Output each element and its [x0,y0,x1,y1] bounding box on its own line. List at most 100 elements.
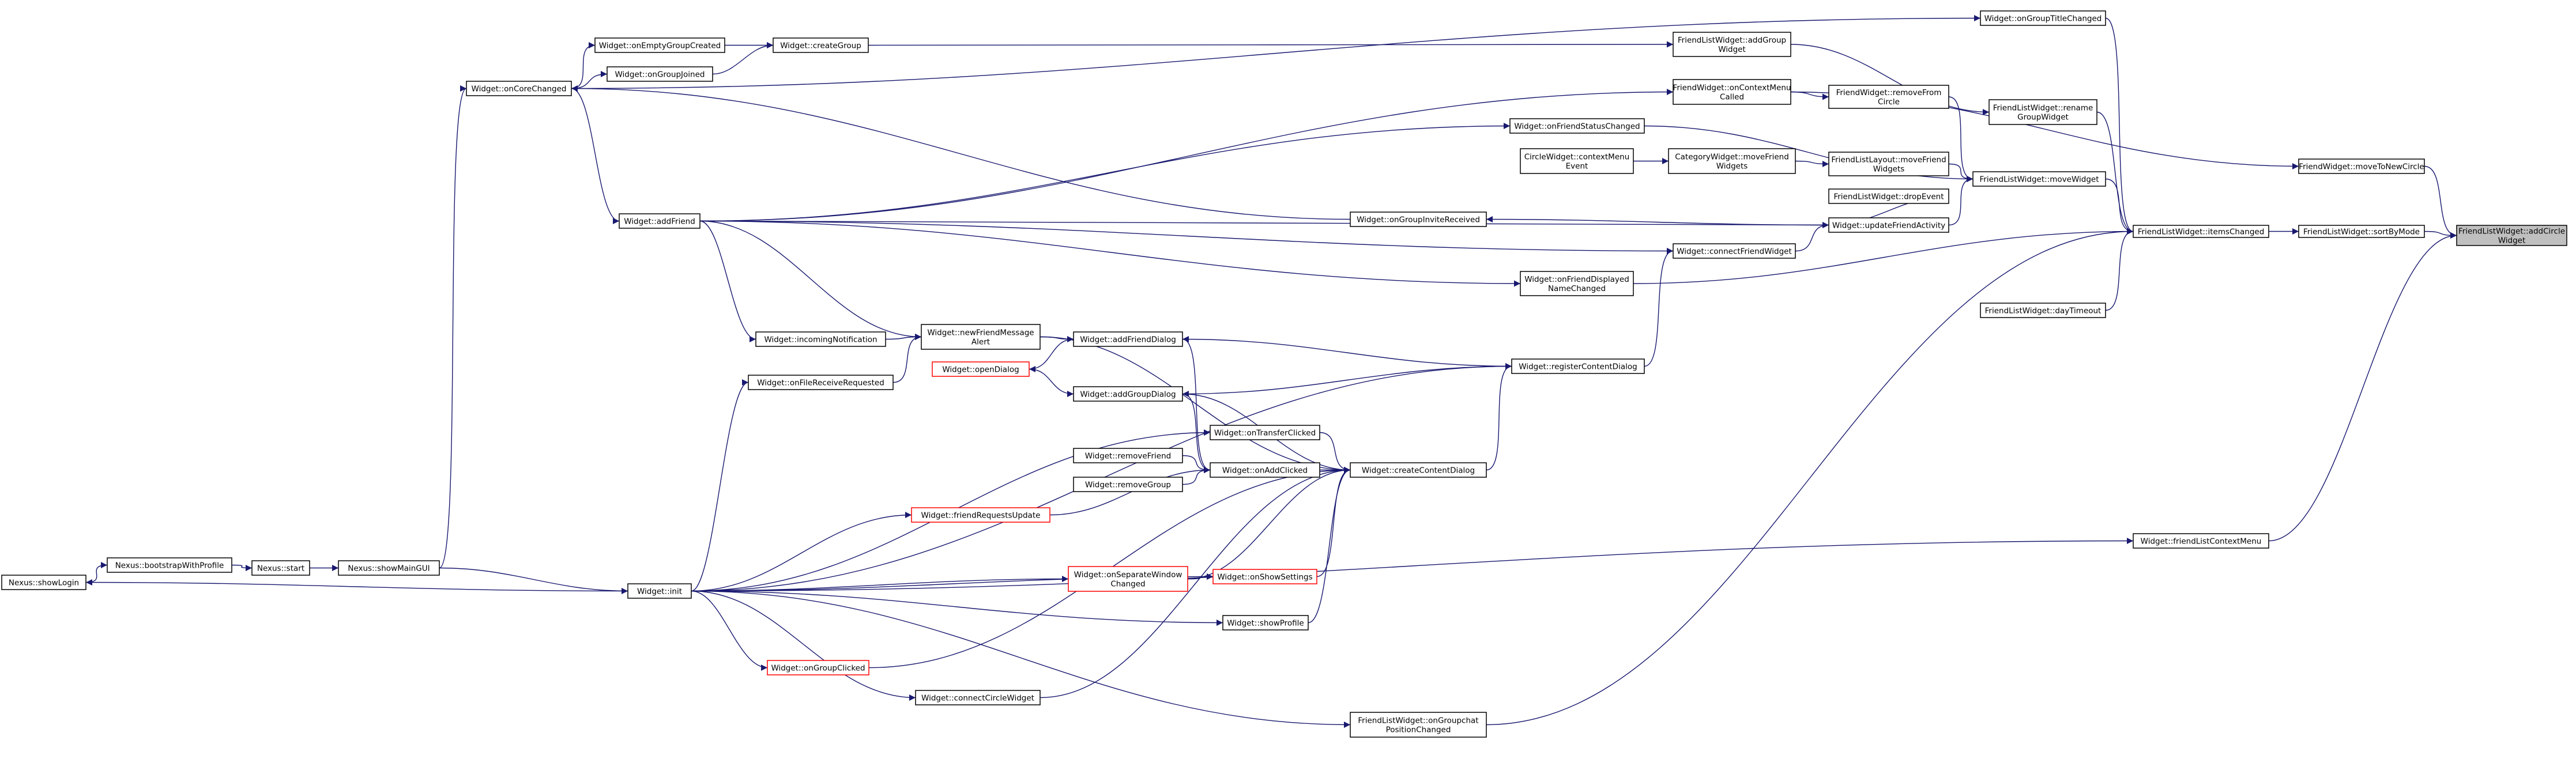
node-add-group-dialog[interactable]: Widget::addGroupDialog [1073,386,1183,402]
edge-init-to-connect-circle-widget [691,590,916,701]
node-box [1989,99,2097,125]
node-day-timeout[interactable]: FriendListWidget::dayTimeout [1980,303,2106,318]
edge-on-groupchat-position-changed-to-items-changed [1486,228,2134,726]
node-create-content-dialog[interactable]: Widget::createContentDialog [1350,462,1487,478]
edge-bootstrap-with-profile-to-start [231,564,253,572]
node-label: Widget::showProfile [1227,619,1304,628]
node-on-file-receive-requested[interactable]: Widget::onFileReceiveRequested [748,375,894,390]
edge-update-friend-activity-to-move-widget [1948,175,1974,226]
node-box [755,331,886,347]
node-label: Event [1566,162,1588,171]
node-on-add-clicked[interactable]: Widget::onAddClicked [1210,462,1320,478]
node-items-changed[interactable]: FriendListWidget::itemsChanged [2133,225,2269,238]
node-box [1210,462,1320,478]
node-friend-requests-update[interactable]: Widget::friendRequestsUpdate [911,507,1050,523]
node-update-friend-activity[interactable]: Widget::updateFriendActivity [1828,217,1949,233]
node-label: Widget::createGroup [780,41,861,51]
node-label: Widget::onGroupClicked [771,664,865,673]
node-label: Widget::onCoreChanged [472,85,567,94]
edge-remove-from-circle-to-move-widget [1948,96,1974,183]
node-on-friend-status-changed[interactable]: Widget::onFriendStatusChanged [1509,118,1645,134]
node-box [2298,225,2425,238]
edge-on-core-changed-to-on-group-title-changed [571,14,1981,89]
node-on-core-changed[interactable]: Widget::onCoreChanged [466,81,572,96]
node-on-group-clicked[interactable]: Widget::onGroupClicked [767,660,869,675]
edge-register-content-dialog-to-add-friend-dialog [1182,335,1512,367]
node-bootstrap-with-profile[interactable]: Nexus::bootstrapWithProfile [107,557,232,573]
edge-on-core-changed-to-on-empty-group-created [571,41,596,89]
node-box [466,81,572,96]
edge-create-content-dialog-to-register-content-dialog [1486,363,1512,471]
node-on-empty-group-created[interactable]: Widget::onEmptyGroupCreated [594,37,725,53]
edge-open-dialog-to-add-group-dialog [1029,368,1074,398]
node-label: NameChanged [1548,284,1606,293]
node-move-to-new-circle[interactable]: FriendWidget::moveToNewCircle [2298,158,2425,174]
edge-add-friend-to-incoming-notification [699,220,756,343]
node-on-group-joined[interactable]: Widget::onGroupJoined [607,66,713,82]
node-open-dialog[interactable]: Widget::openDialog [932,361,1030,377]
node-on-transfer-clicked[interactable]: Widget::onTransferClicked [1210,425,1320,440]
node-remove-group[interactable]: Widget::removeGroup [1073,477,1183,492]
node-box [1350,462,1487,478]
node-incoming-notification[interactable]: Widget::incomingNotification [755,331,886,347]
node-box [594,37,725,53]
edge-add-friend-dialog-to-open-dialog [1029,338,1074,373]
node-add-friend-dialog[interactable]: Widget::addFriendDialog [1073,331,1183,347]
node-start[interactable]: Nexus::start [251,560,310,576]
node-box [1668,148,1796,174]
node-remove-friend[interactable]: Widget::removeFriend [1073,448,1183,463]
node-label: Widget::friendListContextMenu [2141,537,2262,546]
node-on-show-settings[interactable]: Widget::onShowSettings [1212,569,1317,584]
node-connect-circle-widget[interactable]: Widget::connectCircleWidget [915,690,1041,705]
edge-on-friend-displayed-name-changed-to-items-changed [1633,228,2134,284]
edge-on-group-invite-received-to-on-core-changed [571,85,1351,220]
node-create-group[interactable]: Widget::createGroup [773,37,869,53]
edge-register-content-dialog-to-connect-friend-widget [1644,247,1674,367]
node-on-group-invite-received[interactable]: Widget::onGroupInviteReceived [1350,212,1487,227]
node-show-main-gui[interactable]: Nexus::showMainGUI [338,560,440,576]
edge-add-group-dialog-to-on-add-clicked [1182,393,1211,474]
node-label: Widget [1718,45,1746,54]
edge-new-friend-message-alert-to-add-friend-dialog [1040,335,1074,343]
node-box [773,37,869,53]
node-on-group-title-changed[interactable]: Widget::onGroupTitleChanged [1980,10,2106,26]
node-box [251,560,310,576]
node-move-widget[interactable]: FriendListWidget::moveWidget [1972,171,2106,187]
node-label: Widget [2498,236,2526,246]
node-register-content-dialog[interactable]: Widget::registerContentDialog [1511,358,1645,374]
node-box [767,660,869,675]
node-label: Circle [1878,97,1900,107]
node-box [1210,425,1320,440]
node-friend-list-context-menu[interactable]: Widget::friendListContextMenu [2133,533,2269,549]
edge-category-move-friend-to-layout-move-friend [1795,160,1829,168]
node-add-friend[interactable]: Widget::addFriend [619,213,701,229]
edge-create-group-to-add-group-widget [868,41,1674,48]
node-sort-by-mode[interactable]: FriendListWidget::sortByMode [2298,225,2425,238]
node-label: FriendListWidget::dayTimeout [1985,307,2102,316]
edge-layout-move-friend-to-move-widget [1948,163,1974,183]
edge-on-context-menu-called-to-remove-from-circle [1790,91,1829,100]
node-label: Widget::onGroupJoined [615,70,705,80]
node-connect-friend-widget[interactable]: Widget::connectFriendWidget [1673,243,1796,259]
node-on-groupchat-position-changed[interactable]: FriendListWidget::onGroupchatPositionCha… [1350,712,1487,738]
node-show-profile[interactable]: Widget::showProfile [1222,615,1309,630]
node-box [1673,243,1796,259]
node-box [619,213,701,229]
edge-on-show-settings-to-create-content-dialog [1316,466,1351,577]
node-init[interactable]: Widget::init [627,583,692,599]
node-drop-event[interactable]: FriendListWidget::dropEvent [1828,188,1949,204]
node-show-login[interactable]: Nexus::showLogin [1,575,86,590]
node-label: PositionChanged [1386,726,1451,735]
node-box [932,361,1030,377]
